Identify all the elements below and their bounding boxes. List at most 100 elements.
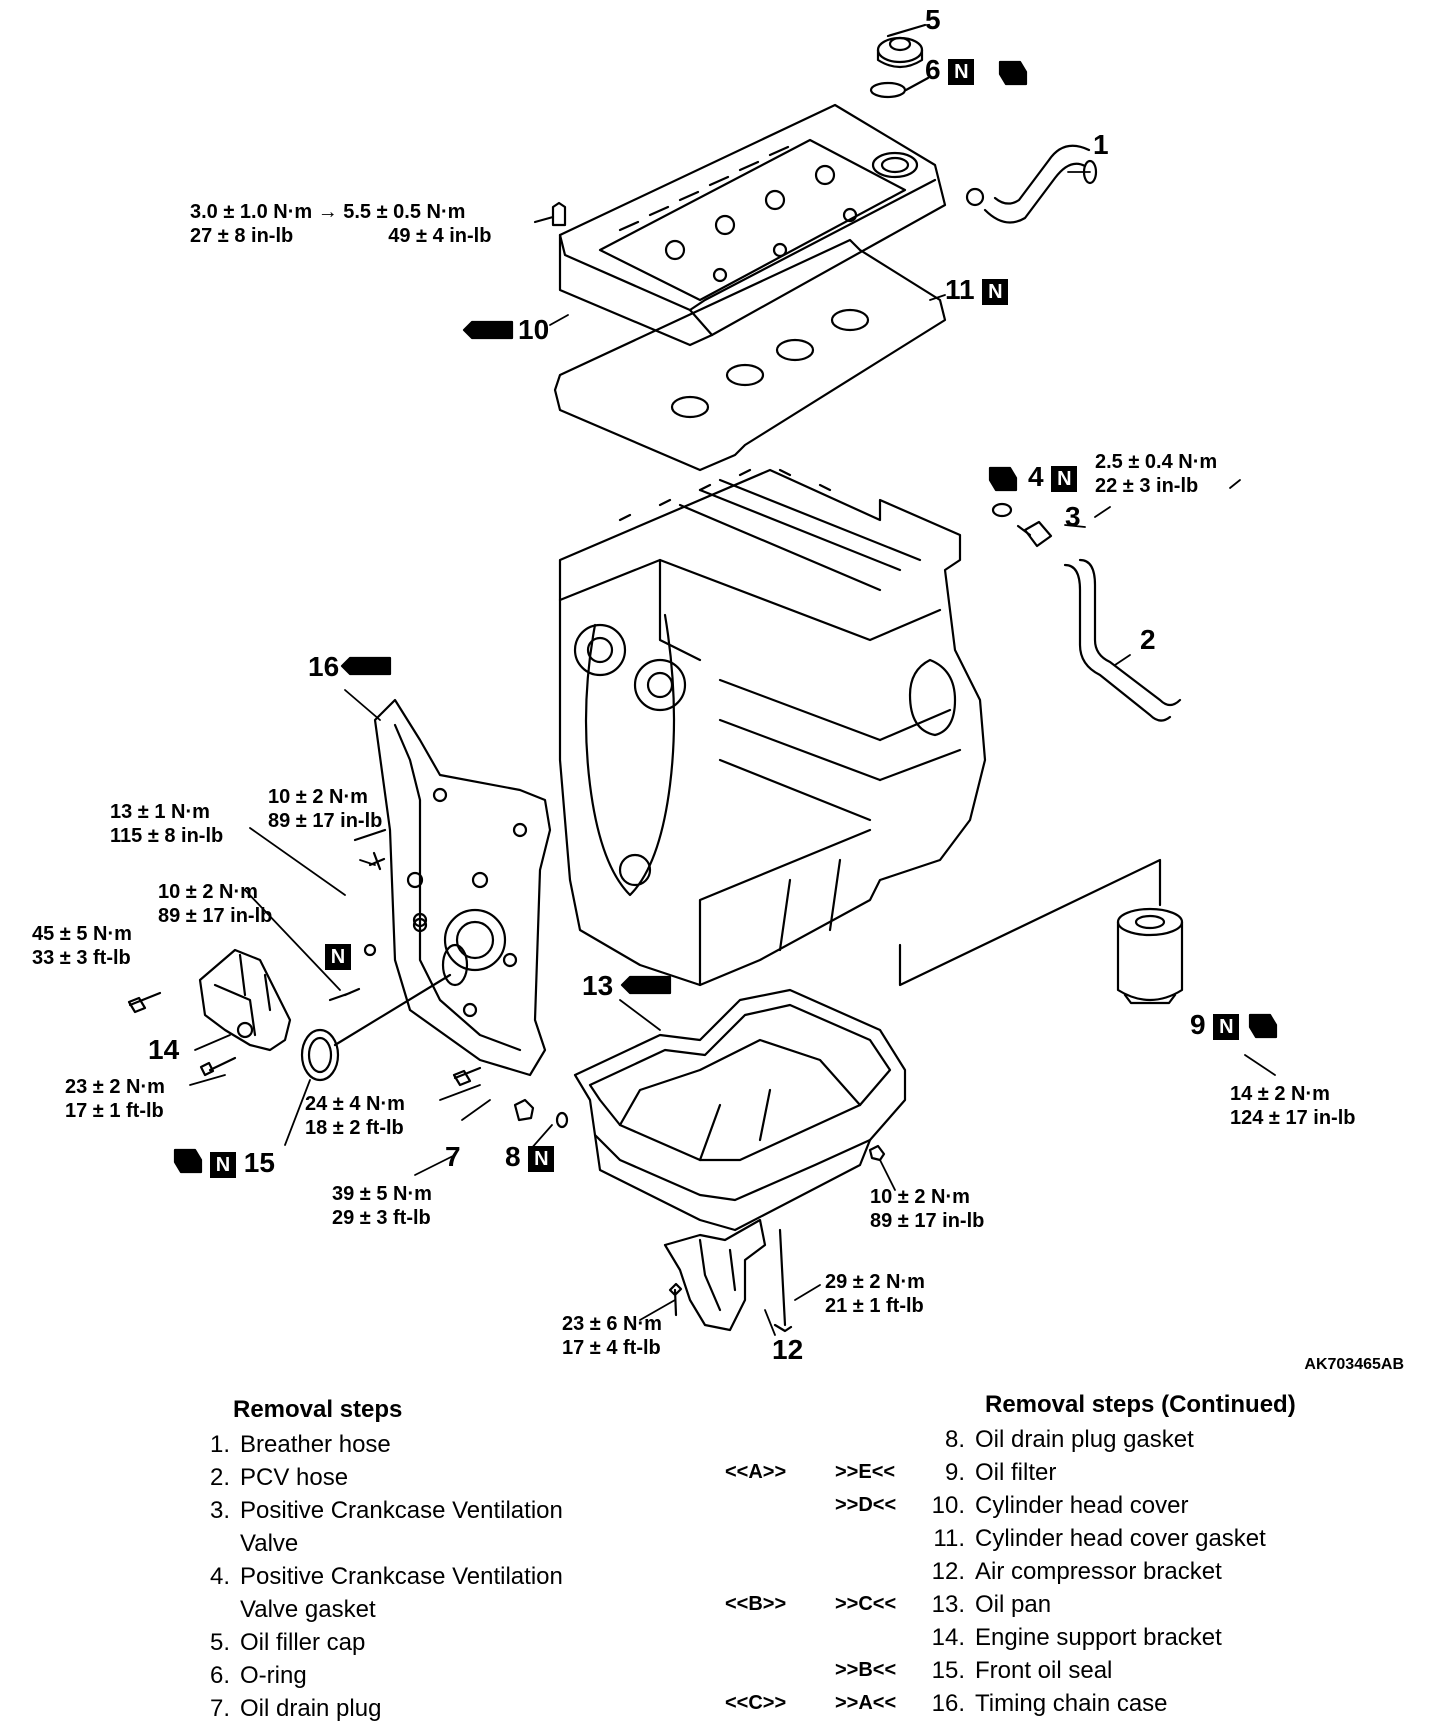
torque-line: 29 ± 2 N·m xyxy=(825,1271,925,1293)
torque-line: 21 ± 1 ft-lb xyxy=(825,1295,924,1317)
step-text: Oil drain plug gasket xyxy=(975,1426,1194,1453)
step-number: 10. xyxy=(931,1492,965,1519)
callout-6: 6 N xyxy=(925,55,975,85)
oil-filler-cap-part xyxy=(876,36,924,69)
step-text: Engine support bracket xyxy=(975,1624,1222,1651)
new-part-badge: N xyxy=(528,1145,555,1172)
torque-line: 89 ± 17 in-lb xyxy=(158,905,273,927)
torque-line: 10 ± 2 N·m xyxy=(158,881,258,903)
torque-line: 22 ± 3 in-lb xyxy=(1095,475,1199,497)
step-number: 1. xyxy=(209,1431,230,1458)
callout-9: 9 N xyxy=(1190,1010,1240,1040)
new-part-badge: N xyxy=(1051,465,1078,492)
step-number: 4. xyxy=(209,1563,230,1590)
removal-step-row: 6.O-ring xyxy=(190,1659,600,1692)
torque-support-1: 45 ± 5 N·m 33 ± 3 ft-lb xyxy=(32,922,132,970)
torque-case-3: 10 ± 2 N·m 89 ± 17 in-lb xyxy=(158,880,272,928)
removal-step-row: 3. Positive Crankcase Ventilation Valve xyxy=(190,1494,600,1560)
removal-step-row: 8. Oil drain plug gasket xyxy=(725,1423,1335,1456)
torque-line: 23 ± 2 N·m xyxy=(65,1076,165,1098)
callout-16: 16 xyxy=(308,651,340,682)
step-text: Front oil seal xyxy=(975,1657,1113,1684)
removal-step-row: 1. Breather hose xyxy=(190,1428,600,1461)
removal-ref: <<A>> xyxy=(725,1461,787,1483)
sealant-tube-icon xyxy=(340,656,392,676)
torque-line: 10 ± 2 N·m xyxy=(268,786,368,808)
removal-step-row: 7. Oil drain plug xyxy=(190,1692,600,1725)
step-text: Timing chain case xyxy=(975,1690,1168,1717)
pcv-gasket-part xyxy=(991,502,1013,518)
torque-line: 24 ± 4 N·m xyxy=(305,1093,405,1115)
installation-ref: >>E<< xyxy=(835,1461,896,1483)
new-part-badge: N xyxy=(982,278,1009,305)
step-number: 12. xyxy=(931,1558,965,1585)
torque-line: 23 ± 6 N·m xyxy=(562,1313,662,1335)
pcv-valve-part xyxy=(1016,520,1053,548)
torque-support-2: 23 ± 2 N·m 17 ± 1 ft-lb xyxy=(65,1075,165,1123)
oil-filter-part xyxy=(1116,907,1184,1005)
torque-line: 33 ± 3 ft-lb xyxy=(32,947,131,969)
step-number: 13. xyxy=(931,1591,965,1618)
drain-plug-gasket-part xyxy=(555,1111,569,1129)
step-number: 14. xyxy=(931,1624,965,1651)
installation-ref: >>B<< xyxy=(835,1659,897,1681)
removal-step-row: 11.Cylinder head cover gasket xyxy=(725,1522,1335,1555)
removal-step-row: 2.PCV hose xyxy=(190,1461,600,1494)
torque-line: 10 ± 2 N·m xyxy=(870,1186,970,1208)
callout-1: 1 xyxy=(1093,129,1109,160)
torque-line-inlb-1: 27 ± 8 in-lb xyxy=(190,225,294,247)
step-text: Oil filter xyxy=(975,1459,1057,1486)
oil-can-icon xyxy=(1248,1013,1278,1039)
torque-compressor-2: 23 ± 6 N·m 17 ± 4 ft-lb xyxy=(562,1312,662,1360)
oil-can-icon xyxy=(988,466,1018,492)
step-number: 3. xyxy=(209,1497,230,1524)
torque-line: 89 ± 17 in-lb xyxy=(870,1210,985,1232)
new-part-badge: N xyxy=(1213,1013,1240,1040)
torque-line: 124 ± 17 in-lb xyxy=(1230,1107,1356,1129)
installation-ref: >>A<< xyxy=(835,1692,897,1714)
oil-drain-plug-part xyxy=(513,1098,535,1122)
torque-pan-2: 10 ± 2 N·m 89 ± 17 in-lb xyxy=(870,1185,984,1233)
new-part-badge: N xyxy=(210,1151,236,1178)
callout-7: 7 xyxy=(445,1141,461,1172)
step-text: Oil drain plug xyxy=(240,1695,382,1722)
oil-can-icon xyxy=(173,1148,203,1174)
new-part-badge: N xyxy=(948,58,975,85)
removal-step-row: >>B<<15.Front oil seal xyxy=(725,1654,1335,1687)
removal-ref: <<C>> xyxy=(725,1692,787,1714)
callout-15: N 15 xyxy=(210,1148,275,1178)
removal-step-row: <<A>> >>E<< 9. Oil filter xyxy=(725,1456,1335,1489)
callout-11-number: 11 xyxy=(945,274,975,305)
torque-line: 14 ± 2 N·m xyxy=(1230,1083,1330,1105)
timing-chain-case-part xyxy=(373,698,552,1077)
step-number: 9. xyxy=(944,1459,965,1486)
step-text: Positive Crankcase Ventilation Valve gas… xyxy=(240,1563,563,1623)
torque-line: 29 ± 3 ft-lb xyxy=(332,1207,431,1229)
removal-step-row: >>D<<10.Cylinder head cover xyxy=(725,1489,1335,1522)
front-oil-seal-part xyxy=(300,1028,340,1082)
callout-n-case: N xyxy=(325,940,351,970)
removal-steps-right: Removal steps (Continued) 8.Oil drain pl… xyxy=(725,1388,1335,1720)
step-text: Positive Crankcase Ventilation Valve xyxy=(240,1497,563,1557)
step-text: Oil filler cap xyxy=(240,1629,366,1656)
sealant-tube-icon xyxy=(620,975,672,995)
removal-ref: <<B>> xyxy=(725,1593,787,1615)
air-compressor-bracket-part xyxy=(663,1218,767,1332)
torque-line: 115 ± 8 in-lb xyxy=(110,825,224,847)
step-number: 16. xyxy=(931,1690,965,1717)
step-number: 7. xyxy=(209,1695,230,1722)
engine-support-bracket-part xyxy=(198,948,292,1052)
callout-2: 2 xyxy=(1140,624,1156,655)
removal-step-row: 14. Engine support bracket xyxy=(725,1621,1335,1654)
oil-can-icon xyxy=(998,60,1028,86)
step-text: Breather hose xyxy=(240,1431,391,1458)
step-number: 2. xyxy=(209,1464,230,1491)
callout-3: 3 xyxy=(1065,501,1081,532)
callout-8-number: 8 xyxy=(505,1141,521,1172)
step-number: 8. xyxy=(944,1426,965,1453)
sealant-tube-icon xyxy=(462,320,514,340)
torque-line: 2.5 ± 0.4 N·m xyxy=(1095,451,1218,473)
torque-line: 3.0 ± 1.0 N·m → 5.5 ± 0.5 N·m xyxy=(190,201,466,223)
new-part-badge: N xyxy=(325,943,351,970)
